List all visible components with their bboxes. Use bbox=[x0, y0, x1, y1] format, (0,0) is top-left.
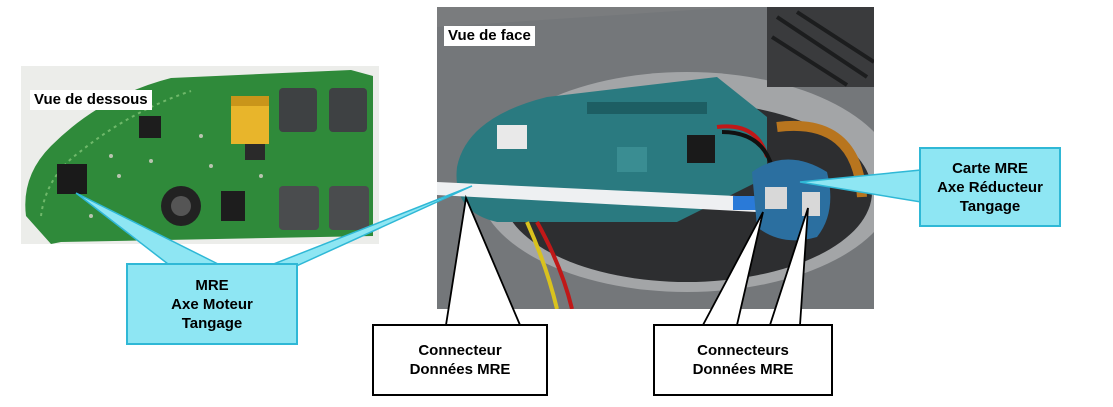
callout-line: Tangage bbox=[959, 197, 1021, 215]
callout-line: Axe Réducteur bbox=[937, 178, 1043, 196]
callout-line: MRE bbox=[195, 276, 229, 294]
front-view-label: Vue de face bbox=[444, 26, 535, 46]
bottom-view-label: Vue de dessous bbox=[30, 90, 152, 110]
device-front-photo bbox=[437, 7, 874, 309]
callout-mre-axe-moteur: MRE Axe Moteur Tangage bbox=[126, 263, 298, 345]
callout-line: Données MRE bbox=[409, 361, 511, 378]
callout-line: Connecteur bbox=[418, 342, 502, 359]
callout-connecteurs-donnees: Connecteurs Données MRE bbox=[653, 324, 833, 396]
callout-line: Tangage bbox=[181, 314, 243, 332]
callout-line: Axe Moteur bbox=[171, 295, 253, 313]
callout-line: Données MRE bbox=[692, 361, 794, 378]
callout-carte-mre-reducteur: Carte MRE Axe Réducteur Tangage bbox=[919, 147, 1061, 227]
callout-line: Connecteurs bbox=[697, 342, 789, 359]
callout-connecteur-donnees: Connecteur Données MRE bbox=[372, 324, 548, 396]
callout-line: Carte MRE bbox=[952, 159, 1028, 177]
